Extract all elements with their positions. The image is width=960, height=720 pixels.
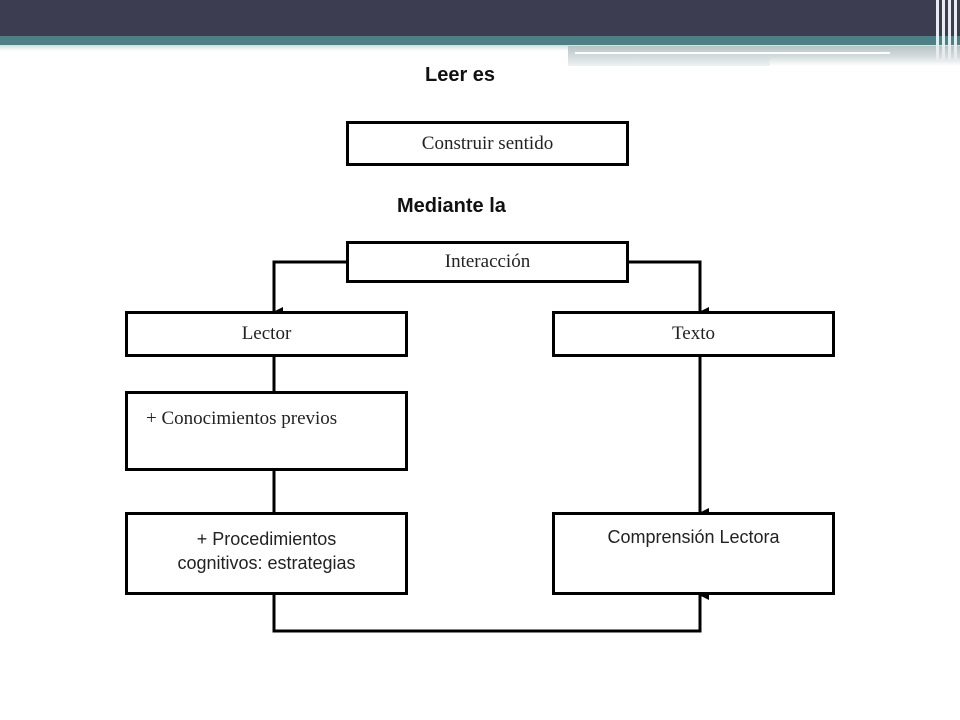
box-conocimientos-previos: + Conocimientos previos <box>125 391 408 471</box>
box-comprension-lectora: Comprensión Lectora <box>552 512 835 595</box>
box-interaccion: Interacción <box>346 241 629 283</box>
box-conocimientos-label: + Conocimientos previos <box>146 408 338 429</box>
arrow-interaccion-texto <box>628 260 709 317</box>
box-construir-sentido-label: Construir sentido <box>421 132 554 154</box>
slide-band-shadow <box>0 45 960 51</box>
slide-accent-band <box>0 36 960 45</box>
box-lector: Lector <box>125 311 408 357</box>
box-procedimientos-line2: cognitivos: estrategias <box>177 553 356 573</box>
arrow-interaccion-lector <box>272 260 347 317</box>
box-construir-sentido: Construir sentido <box>346 121 629 166</box>
box-procedimientos-line1: + Procedimientos <box>196 529 337 549</box>
box-lector-label: Lector <box>241 323 292 344</box>
slide-top-bar <box>0 0 960 36</box>
slide-white-line <box>575 52 890 54</box>
box-texto-label: Texto <box>672 323 715 344</box>
box-comprension-label: Comprensión Lectora <box>607 527 780 547</box>
slide-corner-ornament <box>930 0 960 66</box>
slide-gray-band-lower <box>770 58 960 66</box>
box-texto: Texto <box>552 311 835 357</box>
heading-mediante-la: Mediante la <box>397 195 506 217</box>
heading-leer-es: Leer es <box>425 64 496 86</box>
box-procedimientos-cognitivos: + Procedimientos cognitivos: estrategias <box>125 512 408 595</box>
arrow-procedimientos-comprension <box>272 590 709 633</box>
box-interaccion-label: Interacción <box>444 251 531 272</box>
